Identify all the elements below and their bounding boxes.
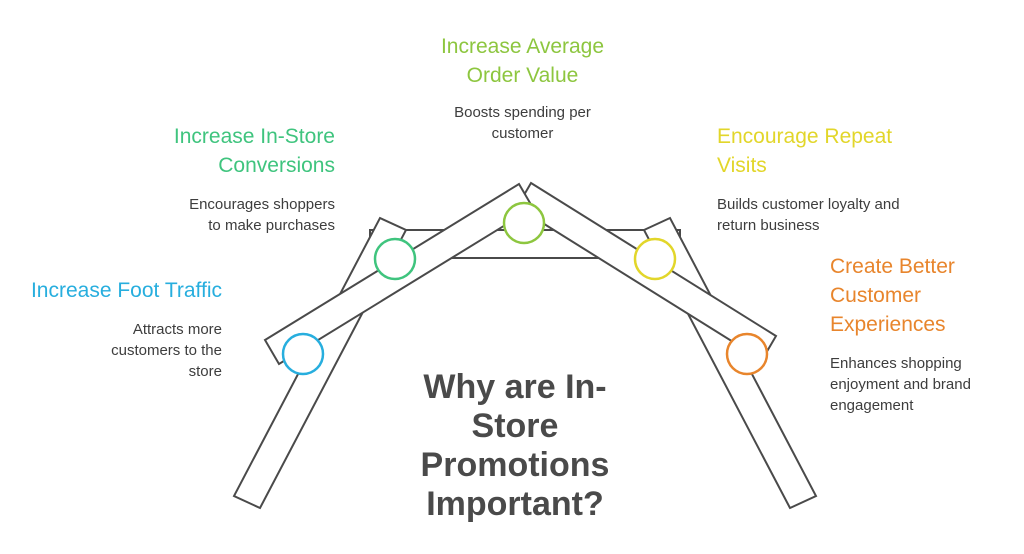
item-order-value: Increase Average Order Value Boosts spen…: [400, 32, 645, 144]
item-description: Enhances shopping enjoyment and brand en…: [830, 355, 971, 414]
main-title: Why are In-Store Promotions Important?: [420, 368, 610, 523]
item-conversions: Increase In-Store Conversions Encourages…: [120, 122, 335, 236]
item-title: Create Better Customer Experiences: [830, 255, 955, 336]
item-repeat-visits: Encourage Repeat Visits Builds customer …: [717, 122, 922, 236]
node-circle-order-value: [502, 201, 546, 245]
item-description: Builds customer loyalty and return busin…: [717, 196, 900, 234]
node-circle-repeat-visits: [633, 237, 677, 281]
node-circle-experiences: [725, 332, 769, 376]
item-description: Attracts more customers to the store: [111, 321, 222, 380]
item-title: Increase Average Order Value: [440, 35, 605, 87]
item-experiences: Create Better Customer Experiences Enhan…: [830, 252, 1010, 416]
item-title: Increase Foot Traffic: [30, 279, 222, 302]
item-description: Boosts spending per customer: [454, 104, 591, 142]
item-description: Encourages shoppers to make purchases: [189, 196, 335, 234]
item-foot-traffic: Increase Foot Traffic Attracts more cust…: [20, 276, 222, 382]
node-circle-foot-traffic: [281, 332, 325, 376]
item-title: Increase In-Store Conversions: [173, 125, 335, 177]
node-circle-conversions: [373, 237, 417, 281]
item-title: Encourage Repeat Visits: [717, 125, 893, 177]
